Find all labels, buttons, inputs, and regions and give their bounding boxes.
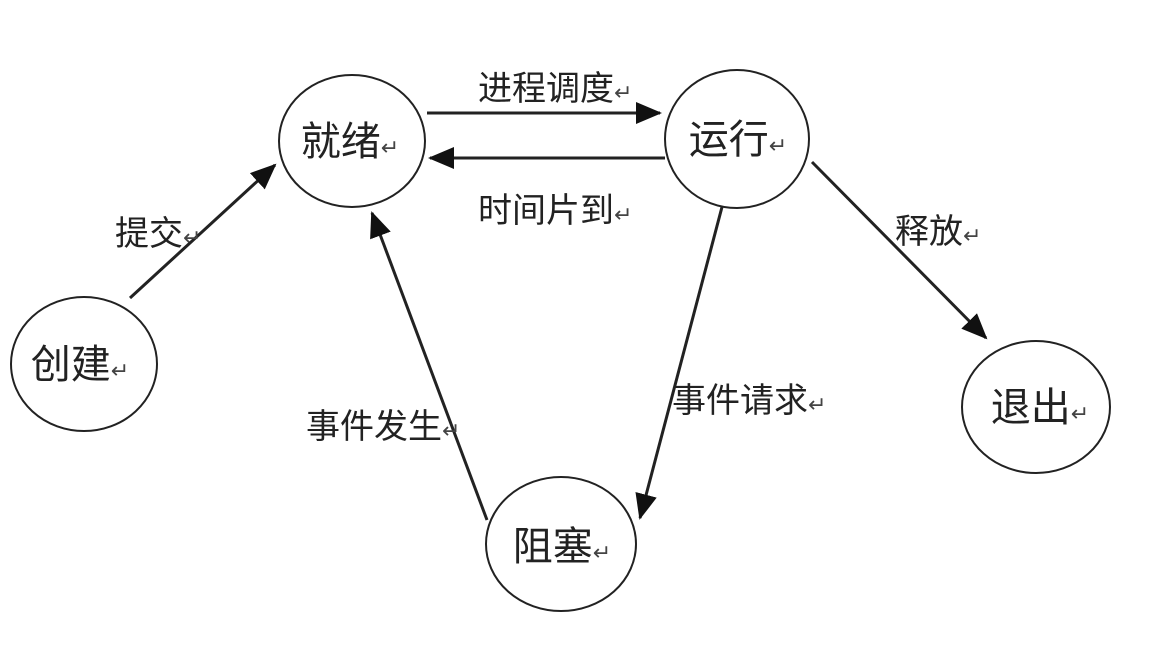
edge-event-request <box>635 206 724 520</box>
node-create: 创建↵ <box>10 296 158 432</box>
node-label-create: 创建 <box>31 342 111 388</box>
node-exit: 退出↵ <box>961 340 1111 474</box>
svg-text:时间片到↵: 时间片到↵ <box>478 191 632 231</box>
return-mark: ↵ <box>381 136 399 161</box>
return-mark: ↵ <box>111 359 129 384</box>
edge-release <box>810 160 988 340</box>
return-mark: ↵ <box>963 224 981 249</box>
node-label-ready: 就绪 <box>301 119 381 165</box>
return-mark: ↵ <box>442 419 460 444</box>
svg-text:事件请求↵: 事件请求↵ <box>672 381 826 421</box>
edge-label-event-request: 事件请求 <box>672 381 808 421</box>
edge-label-event-occur: 事件发生 <box>306 407 442 447</box>
node-blocked: 阻塞↵ <box>485 476 637 612</box>
return-mark: ↵ <box>1071 402 1089 427</box>
return-mark: ↵ <box>808 393 826 418</box>
svg-text:事件发生↵: 事件发生↵ <box>306 407 460 447</box>
edge-event-occur <box>370 211 489 521</box>
svg-text:提交↵: 提交↵ <box>115 214 201 254</box>
svg-text:阻塞↵: 阻塞↵ <box>513 524 611 570</box>
node-label-blocked: 阻塞 <box>513 524 593 570</box>
edge-label-schedule: 进程调度 <box>478 69 614 109</box>
edge-label-release: 释放 <box>895 212 963 252</box>
svg-text:创建↵: 创建↵ <box>31 342 129 388</box>
return-mark: ↵ <box>183 226 201 251</box>
edge-label-timeslice: 时间片到 <box>478 191 614 231</box>
node-label-running: 运行 <box>689 117 769 163</box>
svg-text:进程调度↵: 进程调度↵ <box>478 69 632 109</box>
return-mark: ↵ <box>593 541 611 566</box>
edge-submit <box>128 163 277 300</box>
node-label-exit: 退出 <box>991 385 1071 431</box>
svg-text:就绪↵: 就绪↵ <box>301 119 399 165</box>
return-mark: ↵ <box>614 81 632 106</box>
return-mark: ↵ <box>769 134 787 159</box>
svg-text:退出↵: 退出↵ <box>991 385 1089 431</box>
return-mark: ↵ <box>614 203 632 228</box>
node-running: 运行↵ <box>664 69 810 209</box>
node-ready: 就绪↵ <box>278 74 426 208</box>
svg-text:释放↵: 释放↵ <box>895 212 981 252</box>
edge-label-submit: 提交 <box>115 214 183 254</box>
svg-text:运行↵: 运行↵ <box>689 117 787 163</box>
